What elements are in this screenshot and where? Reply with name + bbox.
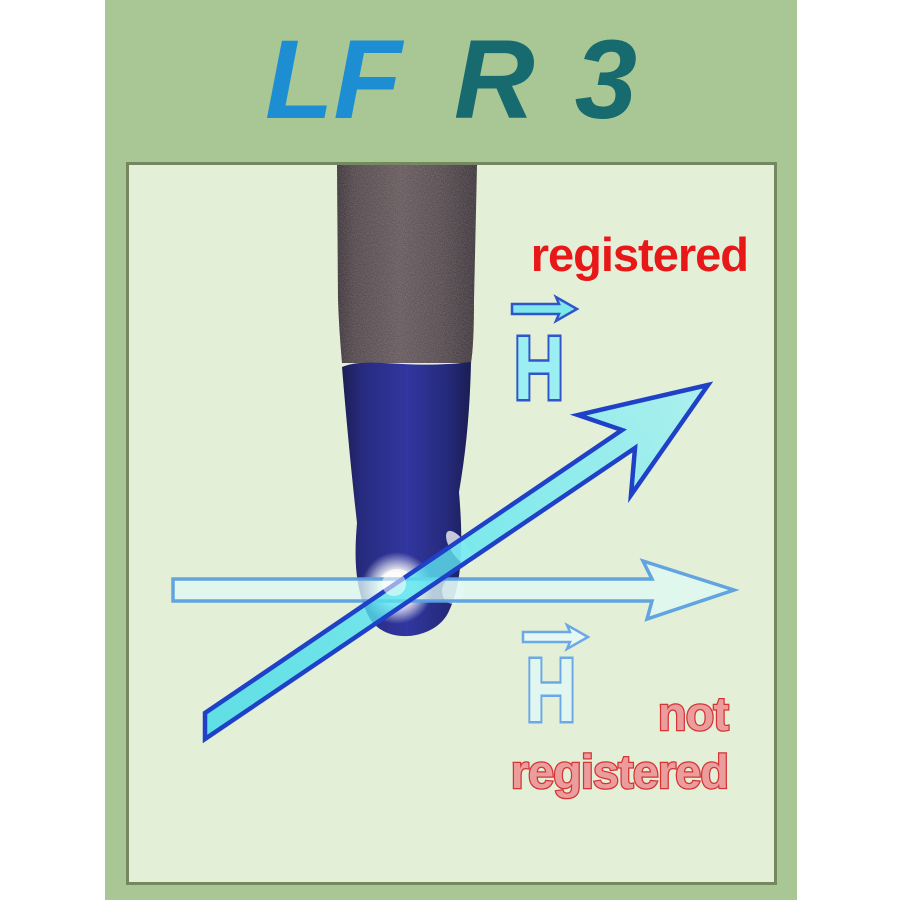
registered-label: registered [531, 228, 748, 281]
title-3: 3 [574, 17, 637, 142]
figure-canvas: registered H H not registered [171, 165, 749, 799]
figure-frame: registered H H not registered [126, 162, 777, 885]
title-lf: LF [264, 17, 402, 142]
green-panel: LF R 3 [105, 0, 797, 900]
sensor-ball-highlight [382, 572, 406, 596]
not-registered-label-line1: not [658, 687, 729, 740]
vector-overbar-arrow-icon [521, 622, 591, 652]
h-field-label-registered: H [514, 319, 565, 419]
probe-shaft-texture [337, 165, 477, 363]
field-arrow-not-registered [171, 558, 740, 622]
title-r: R [453, 17, 535, 142]
page-title: LF R 3 [105, 16, 797, 145]
field-arrow-registered [202, 381, 714, 744]
h-field-label-not-registered: H [526, 641, 577, 741]
not-registered-label-line2: registered [511, 745, 728, 798]
vector-overbar-arrow-icon [510, 294, 580, 324]
